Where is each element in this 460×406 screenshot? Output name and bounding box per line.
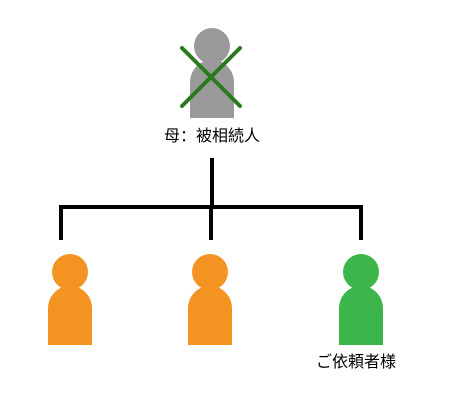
person-child-2 [188,254,232,345]
person-icon [339,254,383,345]
family-tree-connectors [59,158,363,240]
cross-mark-icon [180,46,242,108]
client-label: ご依頼者様 [316,352,396,371]
person-deceased-mother: 母：被相続人 [164,28,260,145]
person-child-client: ご依頼者様 [316,254,396,371]
person-icon [48,254,92,345]
person-icon [190,28,234,118]
person-icon [188,254,232,345]
deceased-label: 母：被相続人 [164,126,260,145]
person-child-1 [48,254,92,345]
